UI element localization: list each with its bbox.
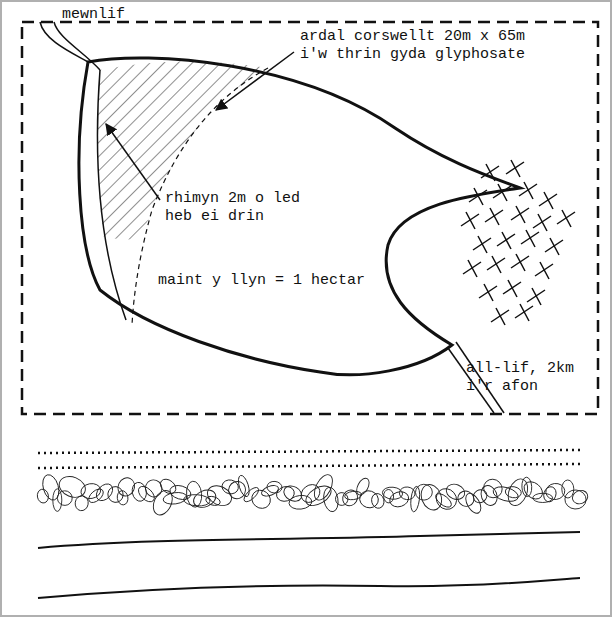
track-edge [38, 450, 580, 453]
hedge-scribble [57, 491, 72, 506]
tree-symbol [503, 280, 521, 297]
hedge-scribble [303, 482, 335, 510]
hedge-scribble [354, 476, 372, 497]
hedge-scribble [418, 482, 446, 513]
hedge-scribble [242, 485, 261, 504]
hedge-scribble [236, 474, 251, 498]
tree-symbol [506, 160, 524, 177]
tree-symbol [511, 254, 529, 271]
tree-symbol [479, 284, 497, 301]
outflow-bank [456, 342, 504, 413]
tree-symbol [521, 230, 539, 247]
tree-symbol [481, 164, 499, 181]
hedge-scribble [267, 481, 283, 494]
tree-symbol [473, 236, 491, 253]
tree-symbol [469, 188, 487, 205]
hedge-scribble [80, 482, 102, 500]
inflow-label: mewnlif [62, 6, 125, 24]
hedge-scribble [106, 485, 125, 505]
hedge-scribble [562, 480, 574, 498]
tree-symbol [533, 214, 551, 231]
hedge-scribble [382, 486, 403, 500]
tree-symbol [485, 208, 503, 225]
track-edge [38, 464, 580, 468]
trees [461, 160, 575, 325]
tree-symbol [545, 238, 563, 255]
hedge-scribble [471, 487, 489, 505]
hedge-scribble [322, 486, 340, 513]
hedge-scribble [226, 479, 249, 502]
hedge-scribble [444, 482, 467, 502]
hedge-scribble [93, 481, 116, 504]
hedge-scribble [131, 481, 148, 502]
reed-area-label: ardal corswellt 20m x 65m i'w thrin gyda… [300, 28, 545, 64]
hedge-scribble [150, 487, 176, 518]
hedge-scribble [298, 481, 324, 506]
tree-symbol [511, 206, 529, 223]
strip-edge [97, 70, 126, 320]
hedge-scribble [275, 484, 296, 503]
tree-symbol [527, 288, 545, 305]
lake-size-label: maint y llyn = 1 hectar [158, 272, 365, 290]
leader-arrow [216, 52, 294, 110]
tree-symbol [461, 212, 479, 229]
hedge-scribble [248, 486, 274, 512]
tree-symbol [539, 192, 557, 209]
hedge-scribble [158, 476, 179, 496]
inflow-bank [40, 22, 88, 62]
hedge-scribble [570, 488, 589, 506]
hedge-scribble [115, 475, 138, 499]
hedge-scribble [505, 486, 523, 499]
hedge-scribble [191, 487, 219, 511]
hedge-scribble [340, 487, 361, 508]
hedge-scribble [116, 490, 129, 506]
tree-symbol [463, 260, 481, 277]
tree-symbol [519, 182, 537, 199]
tree-symbol [493, 184, 511, 201]
river-bank [38, 532, 580, 548]
hedge-scribble [36, 488, 49, 504]
hedge [36, 472, 590, 518]
hedge-scribble [399, 486, 416, 500]
strip-label: rhimyn 2m o led heb ei drin [165, 190, 315, 226]
inflow-bank [54, 22, 100, 70]
tree-symbol [497, 232, 515, 249]
site-boundary [22, 22, 598, 414]
hedge-scribble [478, 483, 500, 508]
hedge-scribble [74, 495, 89, 512]
outflow-label: all-lif, 2km i'r afon [466, 360, 586, 396]
hedge-scribble [168, 483, 192, 502]
tree-symbol [535, 262, 553, 279]
hedge-scribble [505, 476, 532, 508]
hedge-scribble [221, 478, 240, 495]
hedge-scribble [480, 475, 506, 501]
hedge-scribble [40, 473, 62, 502]
tree-symbol [487, 256, 505, 273]
lake-outline [79, 58, 520, 375]
leader-arrow [106, 124, 160, 200]
tree-symbol [515, 304, 533, 321]
river-bank [38, 578, 580, 598]
tree-symbol [491, 308, 509, 325]
tree-symbol [557, 210, 575, 227]
hedge-scribble [357, 488, 380, 510]
hedge-scribble [542, 485, 558, 503]
